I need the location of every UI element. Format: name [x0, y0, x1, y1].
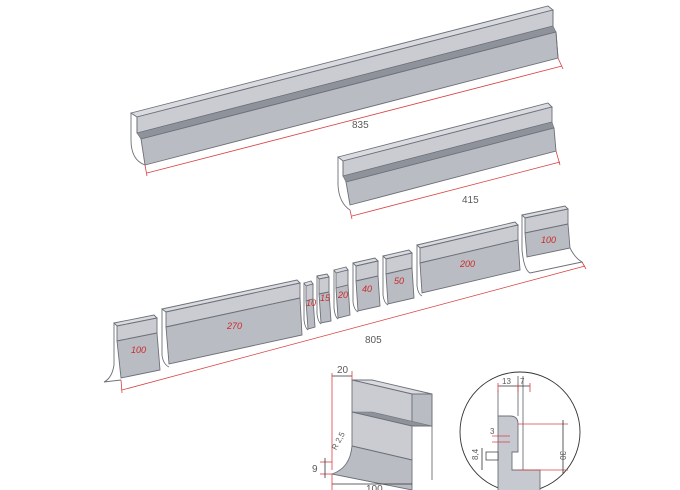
circle-dim-3: 3: [490, 427, 495, 436]
circle-detail: 13 7 30 3 8,4: [459, 371, 581, 490]
segment-20: [333, 266, 351, 320]
segment-200: [416, 221, 521, 297]
label-805: 805: [365, 335, 382, 346]
circle-dim-7: 7: [520, 377, 525, 386]
dimension-805: 805: [120, 261, 587, 394]
profile-detail: 20 R 2,5 9 100: [312, 365, 433, 490]
bar-415: [337, 102, 557, 211]
bar-835: [129, 5, 559, 166]
segment-10: [303, 280, 316, 331]
segment-label-50: 50: [394, 276, 404, 286]
segment-labels: 100 270 10 15 20 40 50 200 100: [131, 235, 556, 355]
profile-height-9: 9: [312, 464, 318, 475]
segment-label-20: 20: [337, 290, 348, 300]
segment-label-100-right: 100: [541, 235, 556, 245]
segment-100-right: [521, 205, 584, 274]
segment-label-15: 15: [320, 293, 331, 303]
circle-dim-30: 30: [558, 451, 567, 460]
dimension-835: 835: [144, 57, 564, 177]
segment-270: [160, 279, 303, 368]
segment-50: [382, 249, 415, 306]
profile-bottom-width: 100: [366, 484, 383, 490]
segment-label-10: 10: [306, 298, 316, 308]
segment-label-200: 200: [459, 259, 475, 269]
segment-100-left: [103, 314, 161, 383]
profile-radius: R 2,5: [330, 430, 347, 452]
segment-label-100-left: 100: [131, 345, 146, 355]
circle-dim-13: 13: [502, 377, 511, 386]
profile-top-width: 20: [337, 365, 349, 376]
label-415: 415: [462, 195, 479, 206]
segment-15: [316, 273, 332, 325]
circle-dim-8-4: 8,4: [471, 448, 480, 460]
sectioned-bar: [103, 205, 584, 383]
dimension-415: 415: [349, 150, 561, 220]
label-835: 835: [352, 120, 369, 131]
segment-40: [352, 257, 381, 313]
segment-label-40: 40: [362, 284, 372, 294]
segment-label-270: 270: [226, 321, 242, 331]
